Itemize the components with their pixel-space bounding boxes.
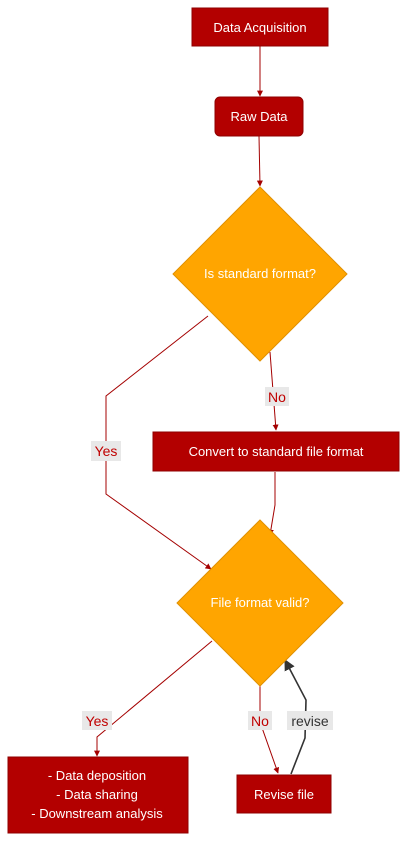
node-raw-data-label: Raw Data — [230, 109, 288, 124]
edge-label-text: No — [251, 713, 269, 729]
node-outputs: - Data deposition - Data sharing - Downs… — [7, 756, 189, 834]
node-convert-label: Convert to standard file format — [189, 444, 364, 459]
edge-label-yes-skip: Yes — [91, 441, 121, 461]
node-output-line: - Data sharing — [56, 787, 138, 802]
node-output-line: - Data deposition — [48, 768, 146, 783]
node-convert: Convert to standard file format — [152, 431, 400, 472]
edge-label-revise-loop: revise — [287, 711, 333, 730]
edge-label-text: Yes — [86, 713, 109, 729]
decision-is-standard-format-label: Is standard format? — [204, 266, 316, 281]
decision-is-standard-format: Is standard format? — [172, 186, 348, 362]
node-data-acquisition-label: Data Acquisition — [213, 20, 306, 35]
edge-label-no-convert: No — [265, 387, 289, 406]
edge-convert-to-valid — [267, 472, 276, 536]
node-output-line: - Downstream analysis — [31, 806, 163, 821]
edge-label-yes-outputs: Yes — [82, 711, 112, 730]
edge-label-text: No — [268, 389, 286, 405]
node-raw-data: Raw Data — [214, 96, 304, 137]
node-revise-file-label: Revise file — [254, 787, 314, 802]
node-data-acquisition: Data Acquisition — [191, 7, 329, 47]
edge-label-text: revise — [291, 713, 329, 729]
decision-file-format-valid: File format valid? — [176, 519, 344, 687]
edge-label-text: Yes — [95, 443, 118, 459]
edge-valid-to-outputs — [94, 640, 213, 757]
decision-file-format-valid-label: File format valid? — [211, 595, 310, 610]
edge-label-no-revise: No — [248, 711, 272, 730]
node-revise-file: Revise file — [236, 774, 332, 814]
edge-raw-to-standard — [256, 135, 263, 187]
